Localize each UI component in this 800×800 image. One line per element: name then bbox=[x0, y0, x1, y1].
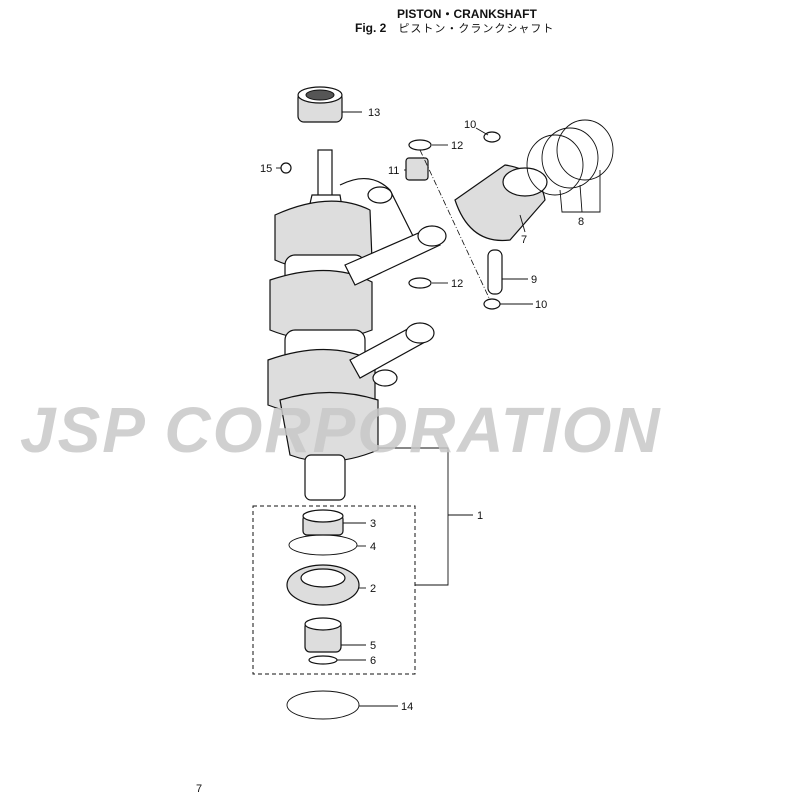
callout-10: 10 bbox=[535, 299, 547, 311]
part-8-piston-rings bbox=[526, 119, 614, 196]
watermark: JSP CORPORATION bbox=[20, 394, 662, 466]
callout-5: 5 bbox=[370, 640, 376, 652]
part-12-washer bbox=[408, 139, 432, 151]
figure-number: Fig. 2 bbox=[355, 21, 387, 35]
callout-4: 4 bbox=[370, 541, 376, 553]
leader-lines bbox=[276, 111, 601, 707]
part-9-piston-pin bbox=[487, 249, 503, 295]
part-5-bushing bbox=[304, 617, 342, 653]
callout-7: 7 bbox=[521, 234, 527, 246]
part-13-bearing bbox=[297, 86, 343, 123]
part-10-clip bbox=[483, 298, 501, 310]
callout-10: 10 bbox=[464, 119, 476, 131]
diagram-title: PISTON・CRANKSHAFT bbox=[397, 7, 537, 21]
figure-label: Fig. 2 ピストン・クランクシャフト bbox=[355, 20, 554, 36]
part-7-piston bbox=[454, 164, 548, 242]
callout-15: 15 bbox=[260, 163, 272, 175]
assembly-box bbox=[252, 505, 416, 675]
callout-9: 9 bbox=[531, 274, 537, 286]
part-11-needle-bearing bbox=[405, 157, 429, 181]
part-4-ring bbox=[288, 534, 358, 556]
diagram-title-jp: ピストン・クランクシャフト bbox=[398, 22, 555, 35]
callout-11: 11 bbox=[388, 165, 399, 177]
part-3-sleeve bbox=[302, 509, 344, 536]
page-number: 7 bbox=[196, 783, 203, 795]
callout-13: 13 bbox=[368, 107, 380, 119]
callout-12: 12 bbox=[451, 140, 463, 152]
callout-8: 8 bbox=[578, 216, 584, 228]
part-15-key bbox=[280, 162, 292, 174]
callout-6: 6 bbox=[370, 655, 376, 667]
callout-1: 1 bbox=[477, 510, 483, 522]
callout-2: 2 bbox=[370, 583, 376, 595]
part-10-clip bbox=[483, 131, 501, 143]
part-14-o-ring bbox=[286, 690, 360, 720]
part-12-washer bbox=[408, 277, 432, 289]
callout-12: 12 bbox=[451, 278, 463, 290]
callout-14: 14 bbox=[401, 701, 413, 713]
crankshaft bbox=[267, 149, 447, 501]
part-6-clip bbox=[308, 655, 338, 665]
callout-3: 3 bbox=[370, 518, 376, 530]
part-2-ball-bearing bbox=[286, 564, 360, 606]
